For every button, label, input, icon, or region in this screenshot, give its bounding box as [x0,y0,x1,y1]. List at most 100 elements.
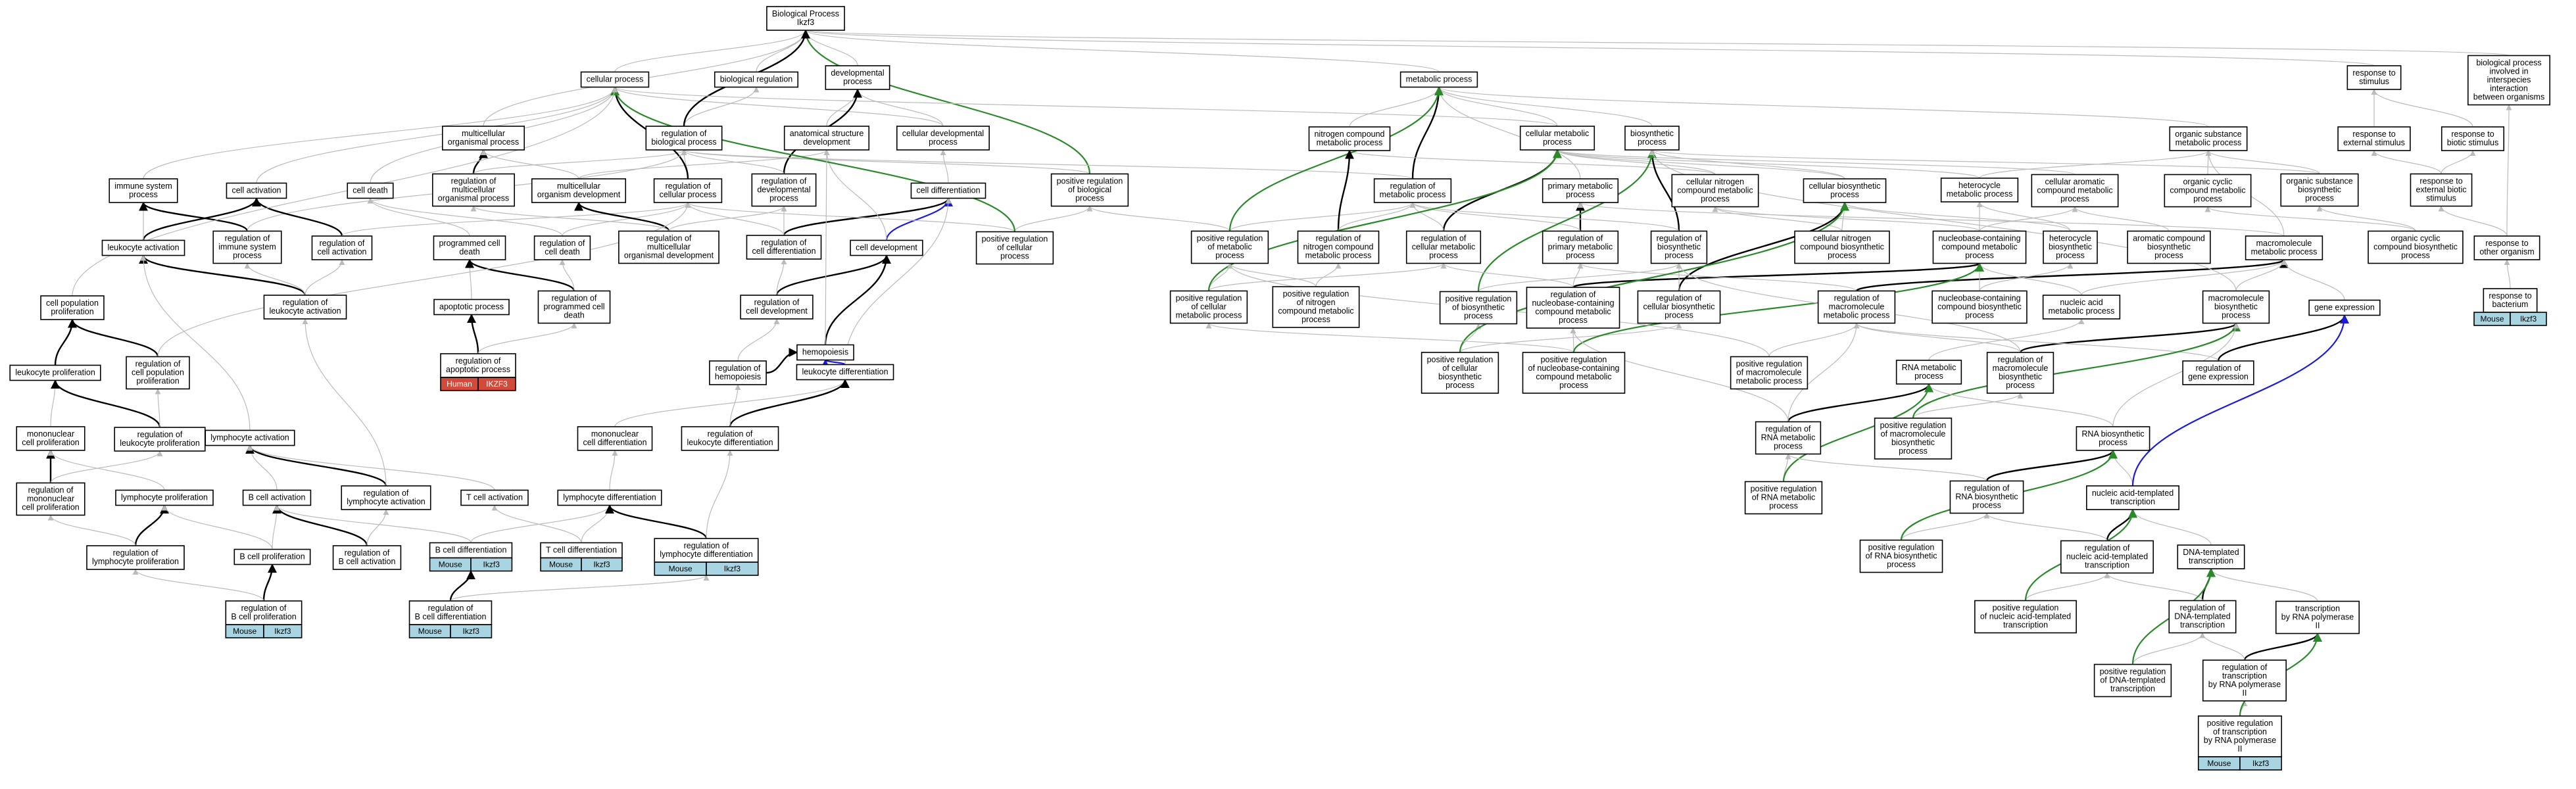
go-term-cell-death[interactable]: cell death [347,182,394,199]
go-term-b-cell-activation[interactable]: B cell activation [242,489,312,506]
go-term-reg-nucleobase-mp[interactable]: regulation ofnucleobase-containingcompou… [1526,287,1620,329]
go-term-cellular-process[interactable]: cellular process [580,71,650,88]
go-term-reg-macromolecule-biosynth[interactable]: regulation ofmacromoleculebiosyntheticpr… [1986,352,2054,394]
go-term-apoptotic-process[interactable]: apoptotic process [433,299,510,316]
go-term-t-cell-activation[interactable]: T cell activation [460,489,529,506]
go-term-reg-b-cell-activation[interactable]: regulation ofB cell activation [332,545,402,570]
go-term-bio-regulation[interactable]: biological regulation [714,71,799,88]
go-term-gene-expression[interactable]: gene expression [2308,299,2381,316]
go-term-cell-activation[interactable]: cell activation [226,182,287,199]
go-term-lymphocyte-activation[interactable]: lymphocyte activation [205,429,295,446]
go-term-t-cell-diff[interactable]: T cell differentiation [540,542,623,559]
go-term-leukocyte-prolif[interactable]: leukocyte proliferation [9,364,101,381]
go-term-cell-development[interactable]: cell development [850,239,923,256]
go-term-lymphocyte-prolif[interactable]: lymphocyte proliferation [115,489,214,506]
go-term-reg-b-cell-diff[interactable]: regulation ofB cell differentiation [408,600,493,625]
go-term-b-cell-prolif[interactable]: B cell proliferation [233,548,311,565]
go-term-lymph-diff[interactable]: lymphocyte differentiation [557,489,662,506]
go-term-reg-b-cell-prolif[interactable]: regulation ofB cell proliferation [225,600,303,625]
go-term-b-cell-diff[interactable]: B cell differentiation [429,542,513,559]
